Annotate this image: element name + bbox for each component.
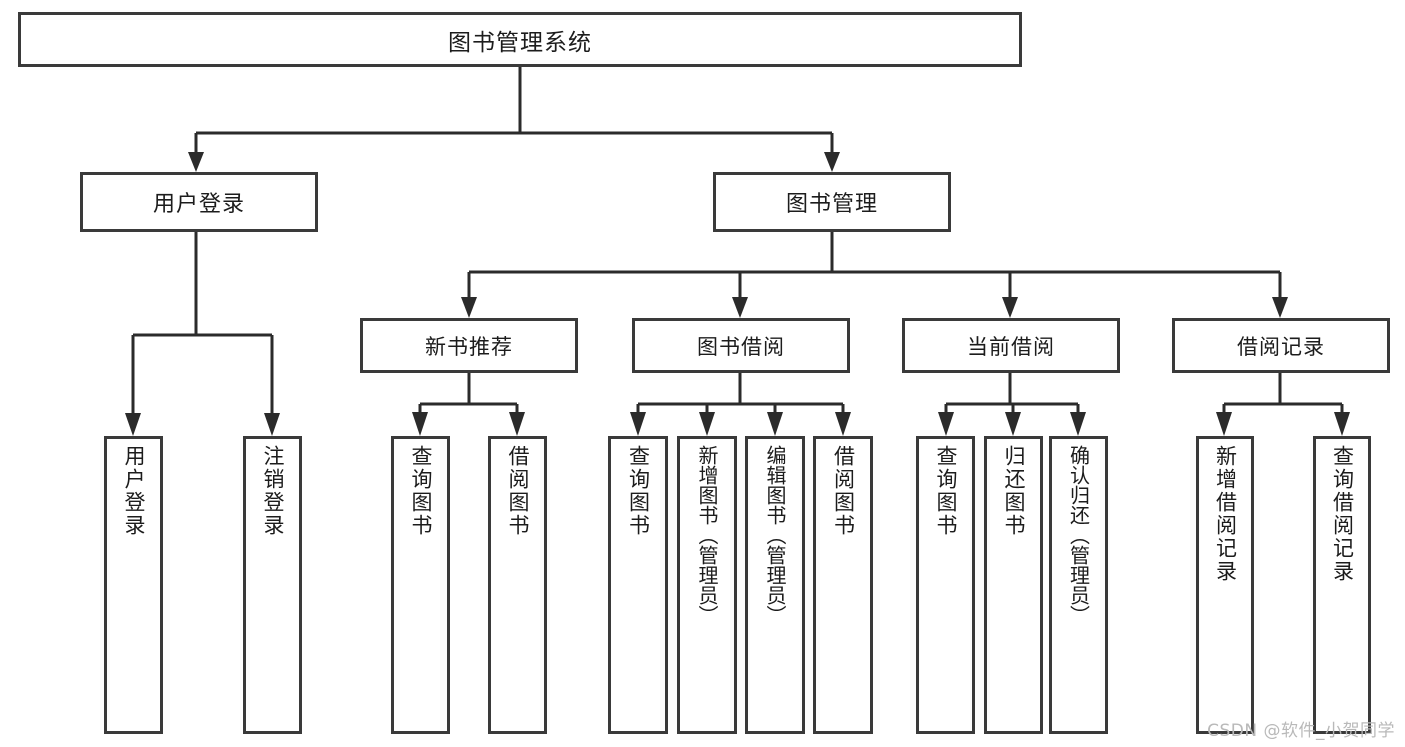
node-current-borrow[interactable]: 当前借阅 [902, 318, 1120, 373]
arrowhead-br-leaf-1 [1216, 412, 1232, 436]
arrowhead-leaf-logout [264, 413, 280, 436]
arrowhead-current-borrow [1002, 297, 1018, 318]
csdn-watermark: CSDN @软件_小贺同学 [1207, 721, 1395, 741]
arrowhead-new-book-recommend [461, 297, 477, 318]
leaf-current-borrow-confirm-return-admin[interactable]: 确认归还（管理员） [1049, 436, 1108, 734]
arrowhead-cb-leaf-2 [1005, 412, 1021, 436]
leaf-borrow-record-query-record[interactable]: 查询借阅记录 [1313, 436, 1371, 734]
leaf-label: 新增图书（管理员） [695, 445, 719, 625]
node-borrow-record[interactable]: 借阅记录 [1172, 318, 1390, 373]
node-book-management[interactable]: 图书管理 [713, 172, 951, 232]
leaf-book-borrow-add-book-admin[interactable]: 新增图书（管理员） [677, 436, 737, 734]
arrowhead-cb-leaf-3 [1070, 412, 1086, 436]
node-user-login-label: 用户登录 [152, 192, 245, 217]
leaf-label: 查询图书 [626, 445, 651, 537]
node-current-borrow-label: 当前借阅 [967, 334, 1055, 359]
leaf-new-book-borrow-book[interactable]: 借阅图书 [488, 436, 547, 734]
arrowhead-nbr-leaf-2 [509, 412, 525, 436]
node-book-borrow-label: 图书借阅 [697, 334, 785, 359]
arrowhead-nbr-leaf-1 [412, 412, 428, 436]
leaf-label: 查询借阅记录 [1330, 445, 1355, 583]
node-new-book-recommend[interactable]: 新书推荐 [360, 318, 578, 373]
leaf-book-borrow-query-book[interactable]: 查询图书 [608, 436, 668, 734]
arrowhead-leaf-user-login [125, 413, 141, 436]
arrowhead-cb-leaf-1 [938, 412, 954, 436]
node-book-borrow[interactable]: 图书借阅 [632, 318, 850, 373]
leaf-current-borrow-return-book[interactable]: 归还图书 [984, 436, 1043, 734]
leaf-current-borrow-query-book[interactable]: 查询图书 [916, 436, 975, 734]
arrowhead-br-leaf-2 [1334, 412, 1350, 436]
leaf-label: 注销登录 [261, 445, 285, 537]
arrowhead-borrow-record [1272, 297, 1288, 318]
leaf-label: 用户登录 [122, 445, 146, 537]
node-root-label: 图书管理系统 [448, 29, 592, 56]
node-new-book-recommend-label: 新书推荐 [425, 334, 513, 359]
leaf-label: 借阅图书 [831, 445, 856, 537]
leaf-book-borrow-edit-book-admin[interactable]: 编辑图书（管理员） [745, 436, 805, 734]
node-book-management-label: 图书管理 [785, 192, 878, 217]
node-borrow-record-label: 借阅记录 [1237, 334, 1325, 359]
arrowhead-book-borrow [732, 297, 748, 318]
leaf-user-login-logout[interactable]: 注销登录 [243, 436, 302, 734]
leaf-borrow-record-add-record[interactable]: 新增借阅记录 [1196, 436, 1254, 734]
arrowhead-bb-leaf-3 [767, 412, 783, 436]
leaf-label: 新增借阅记录 [1213, 445, 1238, 583]
leaf-label: 编辑图书（管理员） [763, 445, 787, 625]
leaf-book-borrow-borrow-book[interactable]: 借阅图书 [813, 436, 873, 734]
arrowhead-bb-leaf-2 [699, 412, 715, 436]
leaf-label: 查询图书 [409, 445, 433, 537]
node-root-book-management-system[interactable]: 图书管理系统 [18, 12, 1022, 67]
leaf-new-book-query-book[interactable]: 查询图书 [391, 436, 450, 734]
leaf-label: 确认归还（管理员） [1066, 445, 1091, 625]
leaf-label: 借阅图书 [506, 445, 530, 537]
leaf-user-login-login[interactable]: 用户登录 [104, 436, 163, 734]
arrowhead-user-login [188, 152, 204, 172]
leaf-label: 归还图书 [1002, 445, 1026, 537]
arrowhead-bb-leaf-1 [630, 412, 646, 436]
node-user-login[interactable]: 用户登录 [80, 172, 318, 232]
arrowhead-bb-leaf-4 [835, 412, 851, 436]
leaf-label: 查询图书 [934, 445, 958, 537]
arrowhead-book-manage [824, 152, 840, 172]
